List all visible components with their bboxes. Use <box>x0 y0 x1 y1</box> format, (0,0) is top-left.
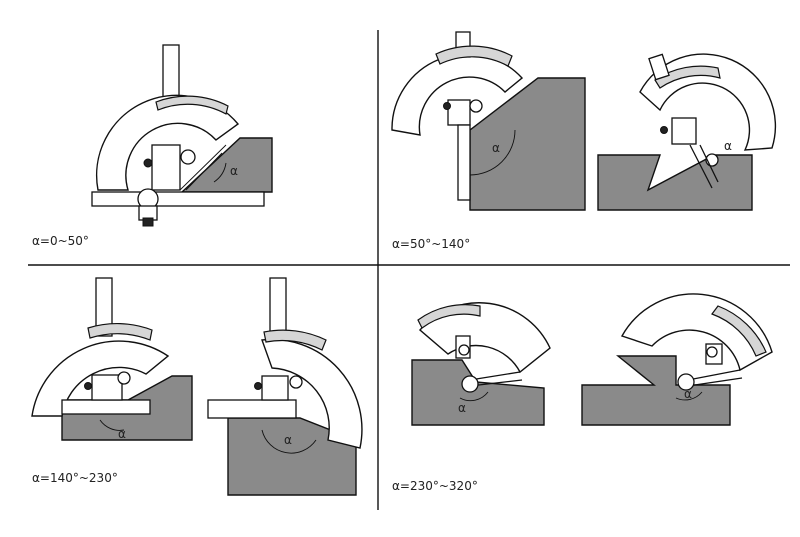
clamp-block-right <box>261 375 289 401</box>
panel-3-figure: α α <box>31 277 363 496</box>
clamp-block-right <box>671 117 697 145</box>
protractor-arc-left <box>391 53 524 136</box>
clamp-block-left <box>447 99 471 126</box>
blade-rod-right <box>648 53 670 81</box>
protractor-arc-left <box>31 340 170 417</box>
base-ruler-left <box>61 399 151 415</box>
angle-label-left: α <box>458 401 466 415</box>
angle-label-right: α <box>724 139 732 153</box>
panel-3-caption: α=140°~230° <box>32 471 118 485</box>
panel-1-figure: α <box>91 44 273 227</box>
lock-screw <box>180 149 196 165</box>
angle-arc <box>213 162 227 183</box>
workpiece-right <box>597 154 753 211</box>
pivot-left <box>461 375 479 393</box>
protractor-arc <box>95 94 240 191</box>
protractor-arc-right <box>620 293 773 372</box>
vernier-scale-left <box>435 45 513 67</box>
workpiece-left <box>411 359 545 426</box>
blade-left <box>457 124 471 201</box>
angle-arc-right <box>261 429 317 454</box>
angle-label-right: α <box>284 433 292 447</box>
workpiece <box>180 137 273 193</box>
angle-label-left: α <box>492 141 500 155</box>
workpiece-right <box>581 355 731 426</box>
panel-4-caption: α=230°~320° <box>392 479 478 493</box>
angle-label-left: α <box>118 427 126 441</box>
angle-arc-left <box>469 129 516 176</box>
vernier-scale-right <box>654 65 721 89</box>
angle-label: α <box>230 164 238 178</box>
base-ruler <box>91 191 265 207</box>
angle-arc-right <box>675 391 703 401</box>
clamp-block-left <box>91 374 123 401</box>
vernier-scale-left <box>87 323 153 341</box>
blade-rod-right <box>269 277 287 337</box>
protractor-arc-right <box>261 338 363 449</box>
vernier-scale-right <box>711 305 767 357</box>
vernier-scale-left <box>417 304 481 329</box>
workpiece-left <box>469 77 586 211</box>
angle-arc-left <box>459 391 489 402</box>
blade-rod-left <box>95 277 113 337</box>
panel-2-figure: α α <box>391 31 777 211</box>
panel-2-caption: α=50°~140° <box>392 237 470 251</box>
vernier-scale-right <box>263 329 327 351</box>
pivot-right <box>677 373 695 391</box>
panel-1-caption: α=0~50° <box>32 234 89 248</box>
panel-4-figure: α α <box>411 293 773 426</box>
knob <box>143 158 153 168</box>
vernier-scale <box>155 95 229 115</box>
clamp-block <box>151 144 181 191</box>
base-ruler-right <box>207 399 297 419</box>
angle-arc-left <box>99 419 125 431</box>
angle-label-right: α <box>684 387 692 401</box>
